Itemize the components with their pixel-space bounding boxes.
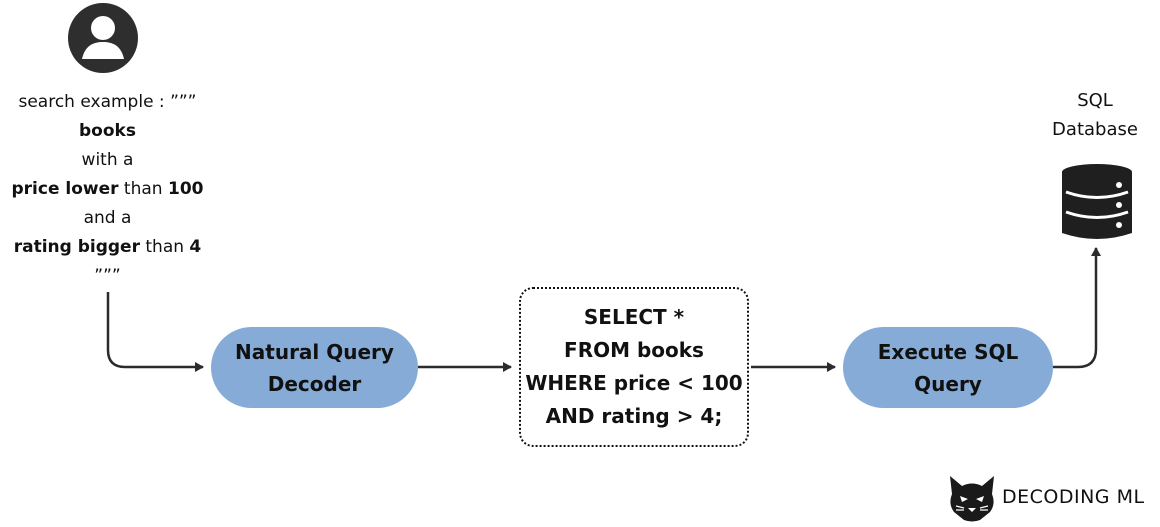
query-line-2: books [0, 117, 215, 146]
query-term-price-lower: price lower [11, 179, 119, 199]
database-label: SQL Database [1040, 86, 1150, 144]
sql-line-2: FROM books [564, 338, 704, 362]
execute-sql-query-node: Execute SQL Query [843, 327, 1053, 408]
search-example-text: search example : ””” books with a price … [0, 88, 215, 291]
cat-logo-icon [950, 476, 994, 522]
query-than-1: than [118, 179, 168, 199]
query-term-4: 4 [189, 237, 202, 257]
query-term-rating-bigger: rating bigger [13, 237, 140, 257]
decoder-label-line-1: Natural Query [235, 339, 394, 364]
natural-query-decoder-node: Natural Query Decoder [211, 327, 418, 408]
database-label-line-1: SQL [1077, 90, 1113, 111]
database-label-line-2: Database [1052, 119, 1138, 140]
sql-line-1: SELECT * [583, 305, 685, 329]
database-icon [1060, 163, 1134, 239]
query-line-4: price lower than 100 [0, 175, 215, 204]
query-term-100: 100 [167, 179, 204, 199]
arrow-query-to-decoder [106, 292, 204, 372]
query-line-6: rating bigger than 4 [0, 233, 215, 262]
query-line-5: and a [83, 208, 132, 228]
query-line-3: with a [81, 150, 134, 170]
brand-name: DECODING ML [1002, 486, 1145, 508]
user-icon [68, 3, 138, 73]
sql-query-node: SELECT * FROM books WHERE price < 100 AN… [519, 287, 749, 447]
arrow-executor-to-database [1053, 247, 1101, 369]
query-line-7: ””” [94, 266, 121, 286]
executor-label-line-1: Execute SQL [877, 339, 1019, 364]
decoding-ml-brand: DECODING ML [944, 472, 1158, 522]
sql-line-3: WHERE price < 100 [525, 371, 743, 395]
decoder-label-line-2: Decoder [267, 371, 362, 396]
query-than-2: than [139, 237, 190, 257]
sql-line-4: AND rating > 4; [545, 404, 723, 428]
query-line-1: search example : ””” [18, 92, 197, 112]
executor-label-line-2: Query [914, 371, 982, 396]
query-term-books: books [79, 121, 136, 141]
